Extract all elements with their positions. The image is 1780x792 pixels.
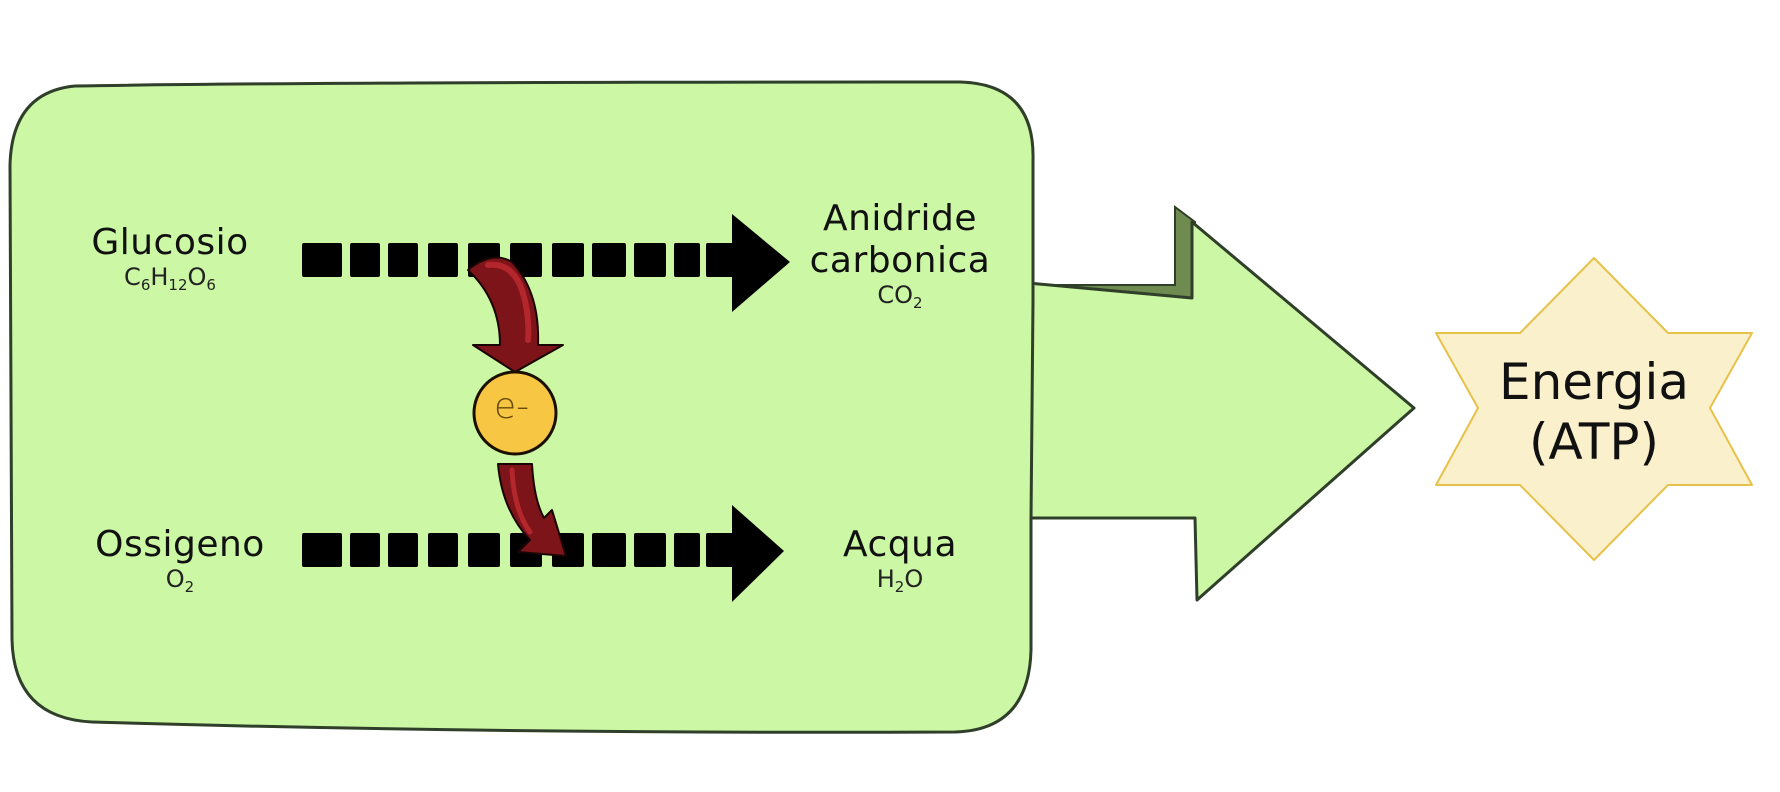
product-co2-formula: CO2 xyxy=(877,281,923,312)
energy-label: Energia (ATP) xyxy=(1494,352,1694,472)
reactant-glucose: Glucosio C6H12O6 xyxy=(80,222,260,298)
electron-transfer-arrow xyxy=(497,463,567,557)
reactant-oxygen-name: Ossigeno xyxy=(95,524,265,565)
product-water: Acqua H2O xyxy=(820,524,980,600)
reactant-oxygen-formula: O2 xyxy=(165,565,195,596)
reactant-glucose-name: Glucosio xyxy=(91,222,249,263)
energy-label-line1: Energia xyxy=(1499,353,1689,411)
electron-label: e- xyxy=(494,386,530,427)
product-co2-name-line2: carbonica xyxy=(809,240,991,281)
product-water-formula: H2O xyxy=(876,565,924,596)
energy-label-line2: (ATP) xyxy=(1528,413,1660,471)
reactant-oxygen: Ossigeno O2 xyxy=(85,524,275,600)
product-co2: Anidride carbonica CO2 xyxy=(800,198,1000,316)
output-arrow xyxy=(1026,220,1416,602)
product-water-name: Acqua xyxy=(842,524,957,565)
product-co2-name-line1: Anidride xyxy=(822,198,978,239)
energy-star-icon xyxy=(1435,257,1753,561)
oxygen-to-water-arrow xyxy=(302,505,784,602)
electron-icon xyxy=(472,370,558,456)
electron-release-arrow xyxy=(467,256,564,373)
reactant-glucose-formula: C6H12O6 xyxy=(124,263,216,294)
